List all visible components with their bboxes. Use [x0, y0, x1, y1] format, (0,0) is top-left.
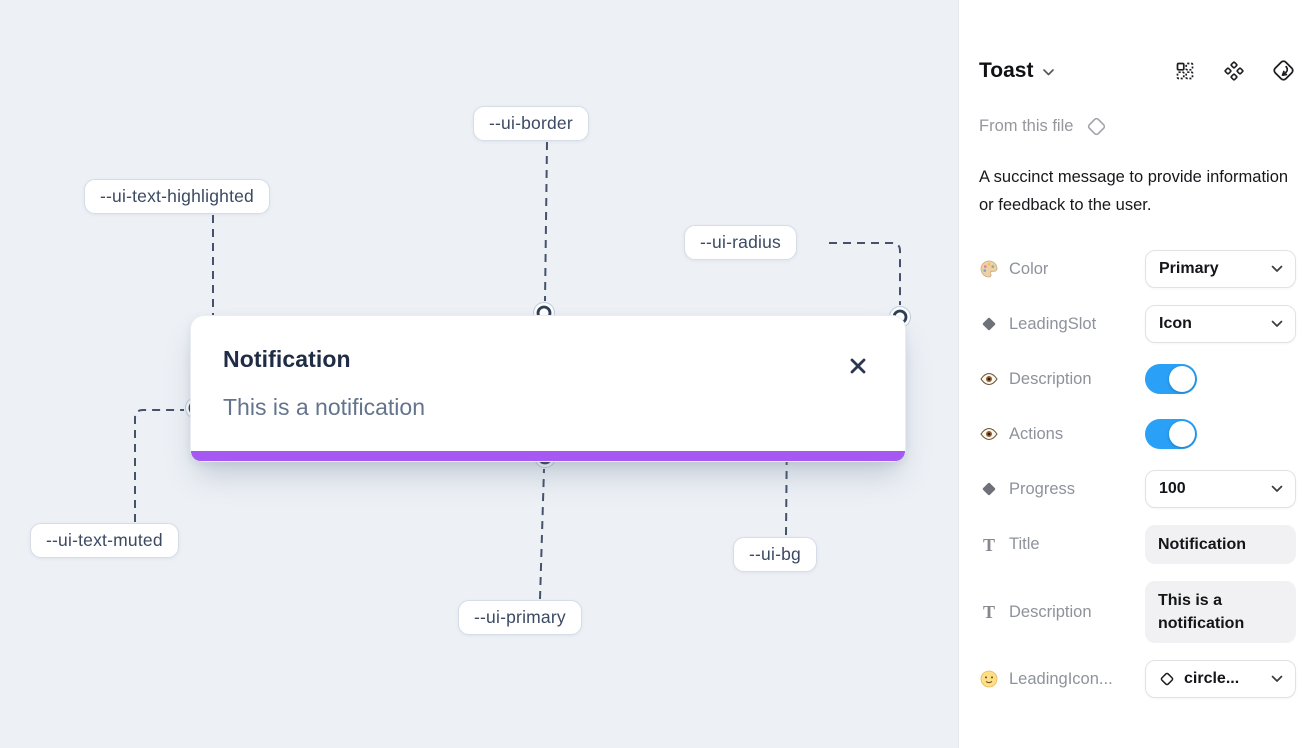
- palette-icon: [979, 259, 999, 279]
- diamond-icon: [979, 315, 999, 333]
- prop-row-color: Color Primary: [979, 250, 1296, 288]
- toast-component: Notification This is a notification: [190, 315, 906, 462]
- prop-row-progress: Progress 100: [979, 470, 1296, 508]
- chevron-down-icon: [1271, 265, 1283, 273]
- description-toggle[interactable]: [1145, 364, 1197, 394]
- prop-label-title: Title: [1009, 535, 1040, 553]
- actions-toggle[interactable]: [1145, 419, 1197, 449]
- var-label-ui-text-muted: --ui-text-muted: [30, 523, 179, 558]
- chevron-down-icon[interactable]: [1043, 63, 1055, 81]
- progress-dropdown[interactable]: 100: [1145, 470, 1296, 508]
- toast-progress-bar: [191, 451, 905, 461]
- diamond-outline-icon: [1084, 114, 1109, 139]
- eye-icon: [979, 424, 999, 444]
- connector-ui-primary: [539, 468, 545, 600]
- text-icon: T: [982, 602, 995, 622]
- connector-ui-radius: [829, 242, 901, 305]
- panel-header: Toast: [979, 58, 1296, 83]
- source-label: From this file: [979, 117, 1074, 135]
- prop-label-leadingicon: LeadingIcon...: [1009, 669, 1113, 688]
- swap-instance-icon[interactable]: [1271, 58, 1296, 83]
- title-field[interactable]: Notification: [1145, 525, 1296, 564]
- var-label-ui-primary: --ui-primary: [458, 600, 582, 635]
- component-icon[interactable]: [1222, 59, 1246, 83]
- component-title: Toast: [979, 58, 1034, 82]
- property-rows: Color Primary LeadingSlot Icon: [979, 250, 1296, 698]
- close-icon[interactable]: [849, 357, 867, 375]
- toggle-knob: [1169, 421, 1195, 447]
- prop-label-leadingslot: LeadingSlot: [1009, 314, 1097, 333]
- prop-label-description-text: Description: [1009, 602, 1092, 621]
- var-label-ui-text-highlighted: --ui-text-highlighted: [84, 179, 270, 214]
- prop-label-actions: Actions: [1009, 424, 1064, 443]
- chevron-down-icon: [1271, 675, 1283, 683]
- color-dropdown[interactable]: Primary: [1145, 250, 1296, 288]
- toast-title: Notification: [223, 346, 351, 372]
- component-description: A succinct message to provide informatio…: [979, 168, 1289, 214]
- prop-label-description: Description: [1009, 369, 1092, 388]
- var-label-ui-border: --ui-border: [473, 106, 589, 141]
- var-label-ui-bg: --ui-bg: [733, 537, 817, 572]
- smiley-icon: [979, 669, 999, 689]
- chevron-down-icon: [1271, 485, 1283, 493]
- prop-row-description-toggle: Description: [979, 360, 1296, 398]
- leadingslot-dropdown[interactable]: Icon: [1145, 305, 1296, 343]
- prop-row-actions-toggle: Actions: [979, 415, 1296, 453]
- description-field[interactable]: This is a notification: [1145, 581, 1296, 643]
- chevron-down-icon: [1271, 320, 1283, 328]
- prop-label-progress: Progress: [1009, 479, 1076, 498]
- prop-row-title: T Title Notification: [979, 525, 1296, 564]
- diamond-icon: [979, 480, 999, 498]
- leadingicon-dropdown[interactable]: circle...: [1145, 660, 1296, 698]
- properties-panel: Toast: [958, 0, 1312, 748]
- eye-icon: [979, 369, 999, 389]
- diamond-outline-icon: [1159, 671, 1175, 687]
- prop-row-description-text: T Description This is a notification: [979, 581, 1296, 643]
- variant-grid-icon[interactable]: [1173, 59, 1197, 83]
- prop-row-leadingslot: LeadingSlot Icon: [979, 305, 1296, 343]
- source-row: From this file: [979, 114, 1296, 139]
- design-canvas: --ui-border --ui-text-highlighted --ui-r…: [0, 0, 958, 748]
- toggle-knob: [1169, 366, 1195, 392]
- prop-row-leadingicon: LeadingIcon... circle...: [979, 660, 1296, 698]
- prop-label-color: Color: [1009, 259, 1049, 278]
- var-label-ui-radius: --ui-radius: [684, 225, 797, 260]
- connector-ui-border: [544, 141, 548, 302]
- text-icon: T: [982, 534, 995, 555]
- toast-description: This is a notification: [223, 394, 425, 420]
- connector-ui-text-muted: [134, 409, 184, 522]
